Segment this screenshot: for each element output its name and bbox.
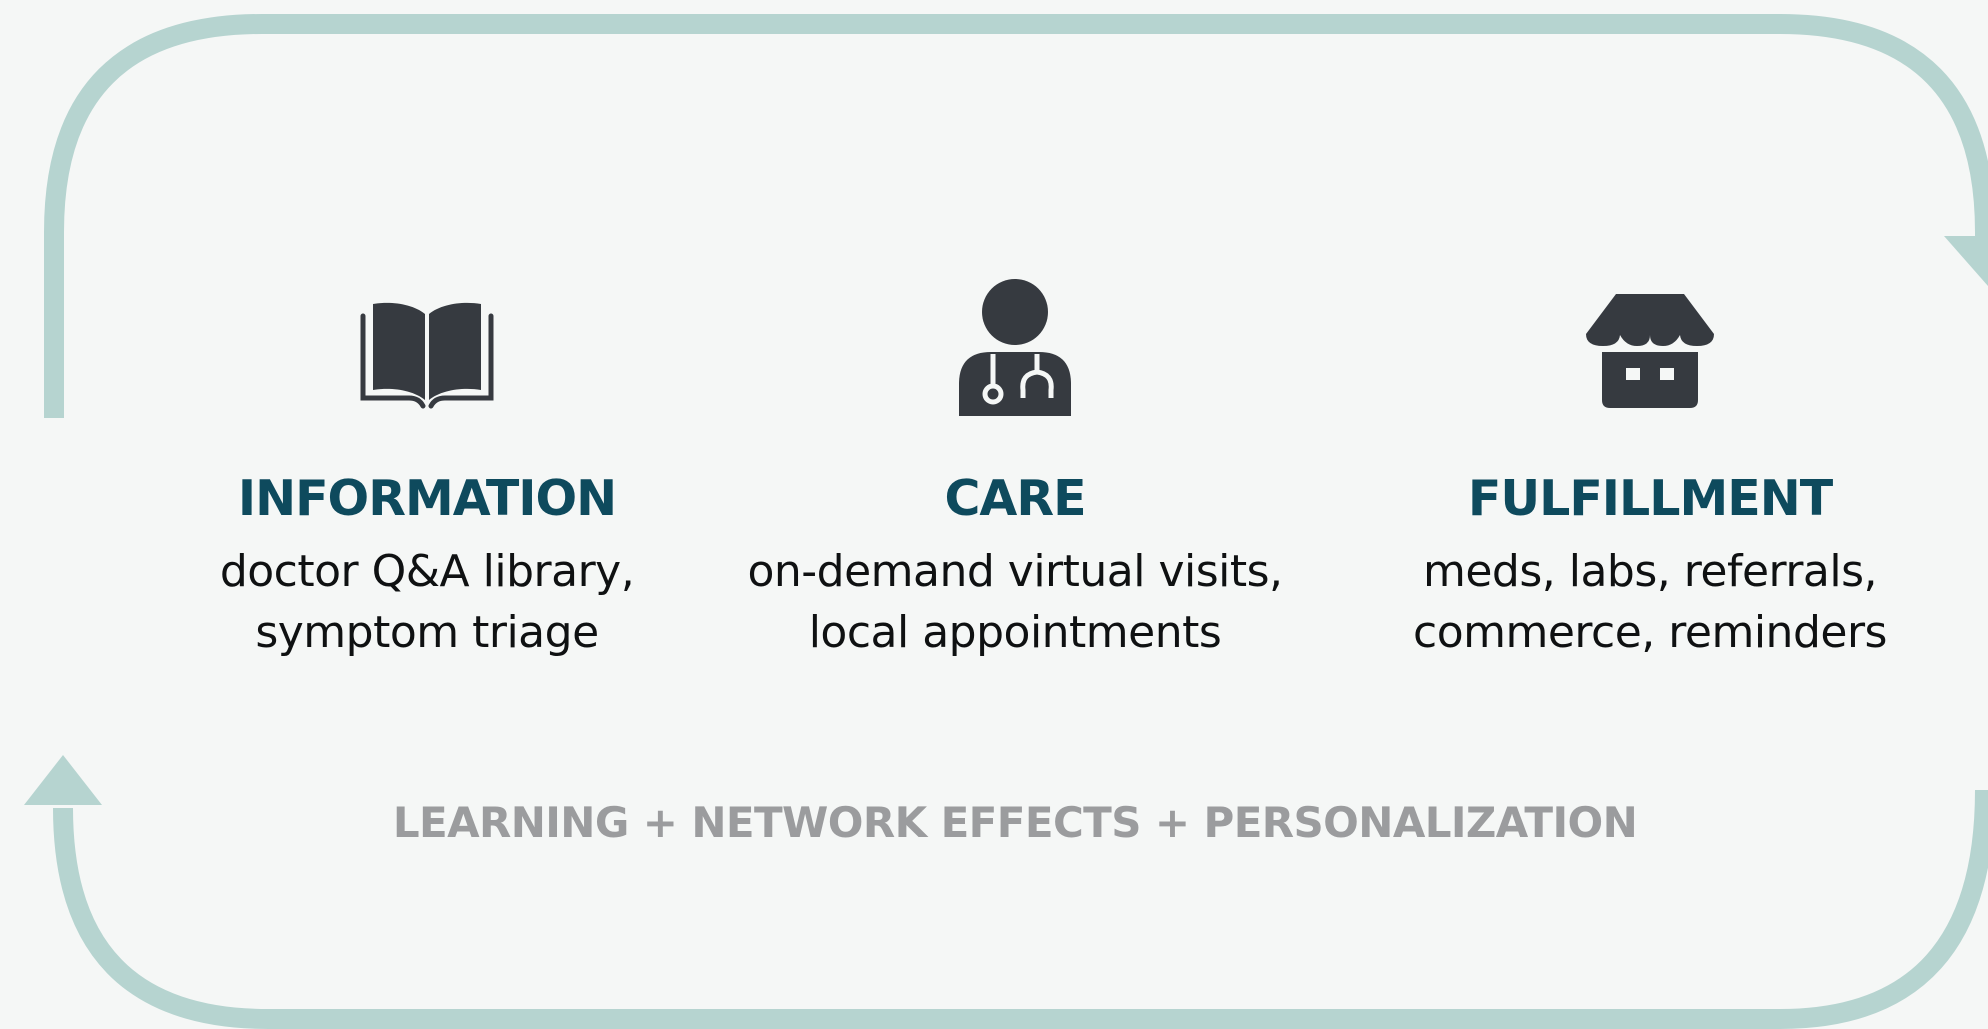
doctor-stethoscope-icon — [959, 279, 1071, 416]
pillar-title: INFORMATION — [237, 470, 617, 527]
loop-arrowhead-right — [1944, 236, 1988, 286]
description-line: meds, labs, referrals, — [1422, 546, 1878, 597]
storefront-icon — [1586, 294, 1714, 408]
pillar-description: meds, labs, referrals, commerce, reminde… — [1340, 541, 1960, 663]
pillar-title: CARE — [944, 470, 1086, 527]
description-line: commerce, reminders — [1413, 607, 1887, 658]
footer-caption: LEARNING + NETWORK EFFECTS + PERSONALIZA… — [392, 798, 1638, 847]
description-line: doctor Q&A library, — [219, 546, 635, 597]
loop-arrowhead-left — [24, 755, 102, 805]
description-line: on-demand virtual visits, — [747, 546, 1283, 597]
description-line: symptom triage — [255, 607, 599, 658]
description-line: local appointments — [808, 607, 1222, 658]
pillar-description: doctor Q&A library, symptom triage — [117, 541, 737, 663]
loop-arrow-top — [44, 14, 1988, 418]
pillar-title: FULFILLMENT — [1467, 470, 1833, 527]
loop-arrow-bottom — [53, 789, 1988, 1029]
pillar-fulfillment: FULFILLMENT meds, labs, referrals, comme… — [1340, 278, 1960, 663]
pillar-description: on-demand virtual visits, local appointm… — [705, 541, 1325, 663]
open-book-icon — [360, 302, 494, 409]
pillar-information: INFORMATION doctor Q&A library, symptom … — [117, 278, 737, 663]
pillar-care: CARE on-demand virtual visits, local app… — [705, 278, 1325, 663]
